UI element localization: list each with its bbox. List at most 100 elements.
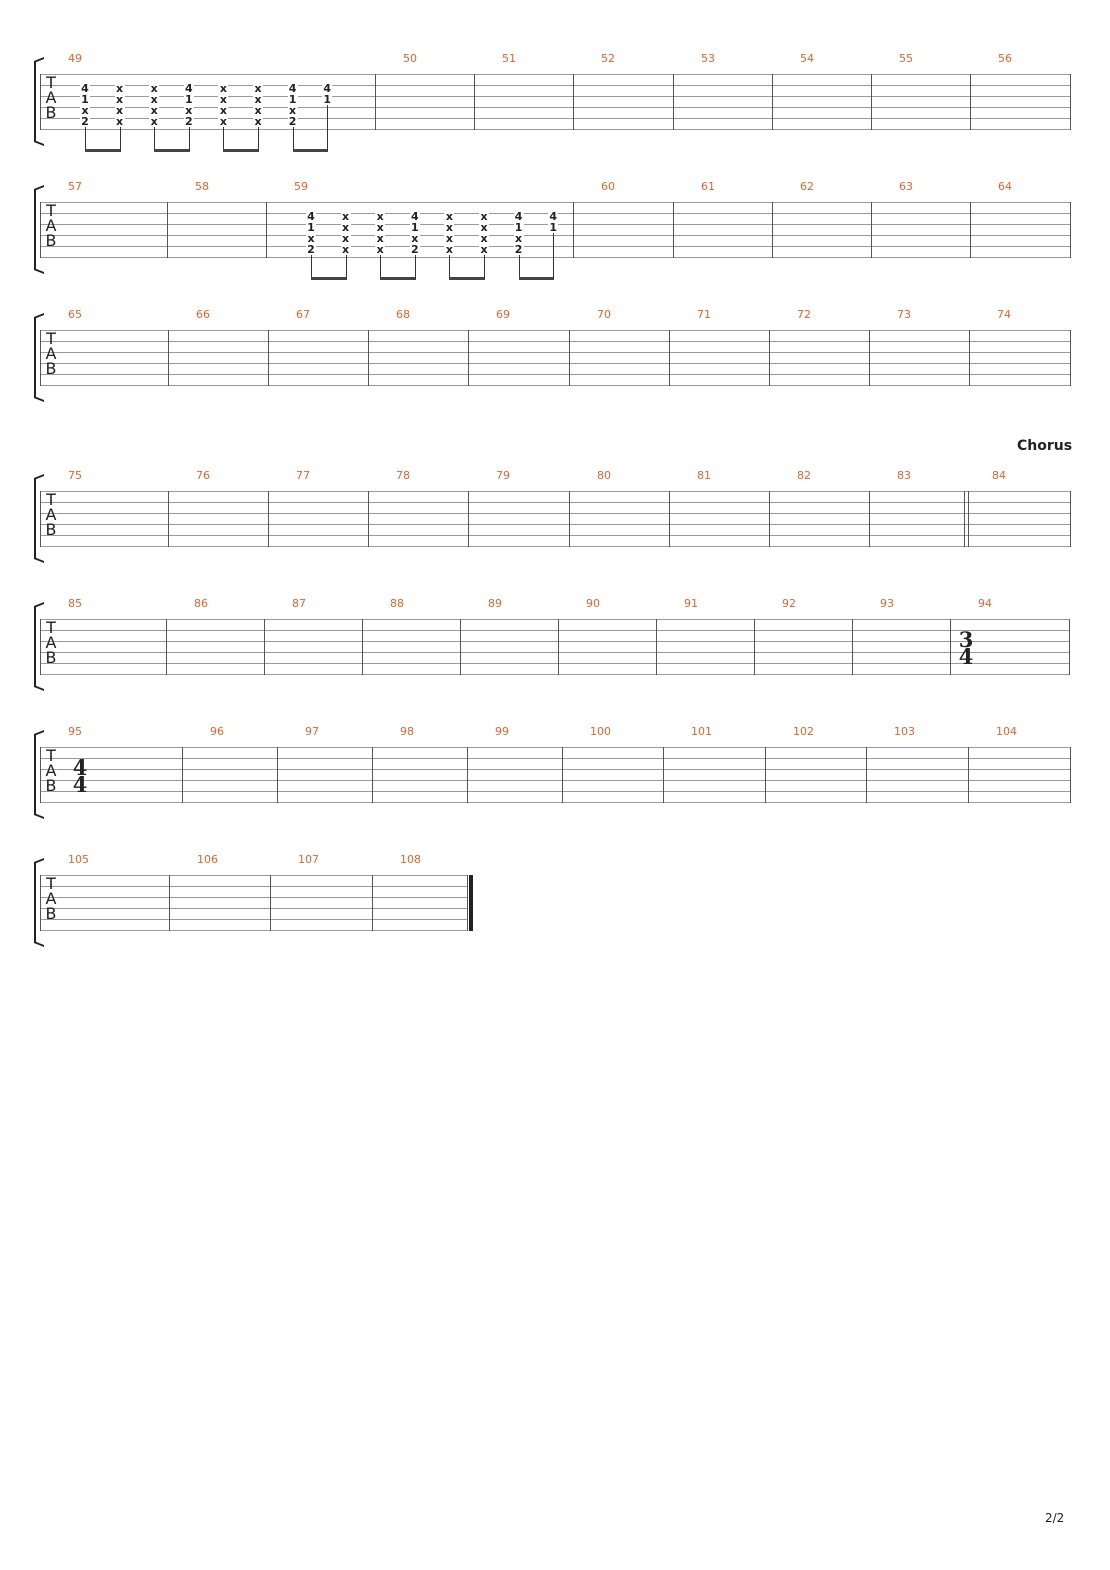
time-signature-bottom: 4 [72,772,88,797]
bar-line [569,330,570,386]
bar-line [765,747,766,803]
bar-number: 71 [697,308,711,321]
fret-number: 2 [306,243,316,256]
bar-line [40,202,41,258]
bar-number: 90 [586,597,600,610]
tab-clef-letter: A [45,633,57,652]
fret-number: 4 [306,210,316,223]
bar-number: 63 [899,180,913,193]
fret-number: 1 [306,221,316,234]
staff-line [40,502,1070,503]
fret-number: x [444,243,455,256]
bar-line [362,619,363,675]
bar-line [562,747,563,803]
bar-line [167,202,168,258]
system-bracket [34,862,46,943]
bar-number: 72 [797,308,811,321]
tab-clef-letter: A [45,505,57,524]
bar-number: 100 [590,725,611,738]
bar-number: 102 [793,725,814,738]
tab-clef-letter: B [45,103,57,122]
bar-line [663,747,664,803]
fret-number: x [375,210,386,223]
staff-line [40,919,467,920]
fret-number: x [253,115,263,128]
tab-clef-letter: B [45,520,57,539]
fret-number: x [218,104,229,117]
fret-number: x [375,243,386,256]
bar-number: 58 [195,180,209,193]
bar-line [1070,747,1071,803]
bar-number: 94 [978,597,992,610]
bar-line [969,330,970,386]
fret-number: 2 [183,115,194,128]
bar-number: 76 [196,469,210,482]
bar-line [467,875,468,931]
note-stem [518,255,520,279]
bar-line [769,491,770,547]
bar-number: 53 [701,52,715,65]
tab-clef-letter: B [45,231,57,250]
eighth-beam [223,149,259,152]
fret-number: x [340,232,351,245]
staff-line [40,246,1070,247]
staff-line [40,118,1070,119]
bar-line [558,619,559,675]
staff-line [40,74,1070,75]
staff-line [40,769,1070,770]
fret-number: 2 [287,115,298,128]
bar-line [673,74,674,130]
tab-clef-letter: A [45,344,57,363]
bar-number: 104 [996,725,1017,738]
staff-line [40,129,1070,130]
bar-line [772,74,773,130]
fret-number: x [114,104,125,117]
fret-number: 1 [513,221,524,234]
eighth-beam [85,149,121,152]
bar-number: 77 [296,469,310,482]
bar-line [769,330,770,386]
bar-line [669,491,670,547]
bar-line [673,202,674,258]
fret-number: x [114,93,125,106]
bar-line [1070,491,1071,547]
note-stem [414,255,416,279]
fret-number: x [479,221,489,234]
fret-number: x [218,115,229,128]
bar-line [372,875,373,931]
tab-clef-letter: B [45,776,57,795]
fret-number: 1 [287,93,298,106]
fret-number: x [149,82,160,95]
bar-line [169,875,170,931]
bar-line [40,875,41,931]
bar-number: 64 [998,180,1012,193]
staff-line [40,619,1069,620]
staff-line [40,674,1069,675]
tab-clef-letter: T [46,618,56,637]
bar-line [368,330,369,386]
fret-number: x [80,104,90,117]
bar-line [474,74,475,130]
staff-line [40,875,467,876]
bar-number: 65 [68,308,82,321]
fret-number: x [114,82,125,95]
fret-number: 2 [80,115,90,128]
bar-line [1070,74,1071,130]
staff-line [40,802,1070,803]
bar-line [964,491,965,547]
bar-number: 50 [403,52,417,65]
staff-line [40,330,1070,331]
fret-number: x [340,221,351,234]
tab-clef-letter: T [46,746,56,765]
system-bracket [34,478,46,559]
bar-number: 51 [502,52,516,65]
bar-number: 108 [400,853,421,866]
staff-line [40,652,1069,653]
bar-number: 84 [992,469,1006,482]
bar-line [950,619,951,675]
bar-number: 86 [194,597,208,610]
note-stem [85,127,86,151]
bar-number: 73 [897,308,911,321]
eighth-beam [154,149,190,152]
